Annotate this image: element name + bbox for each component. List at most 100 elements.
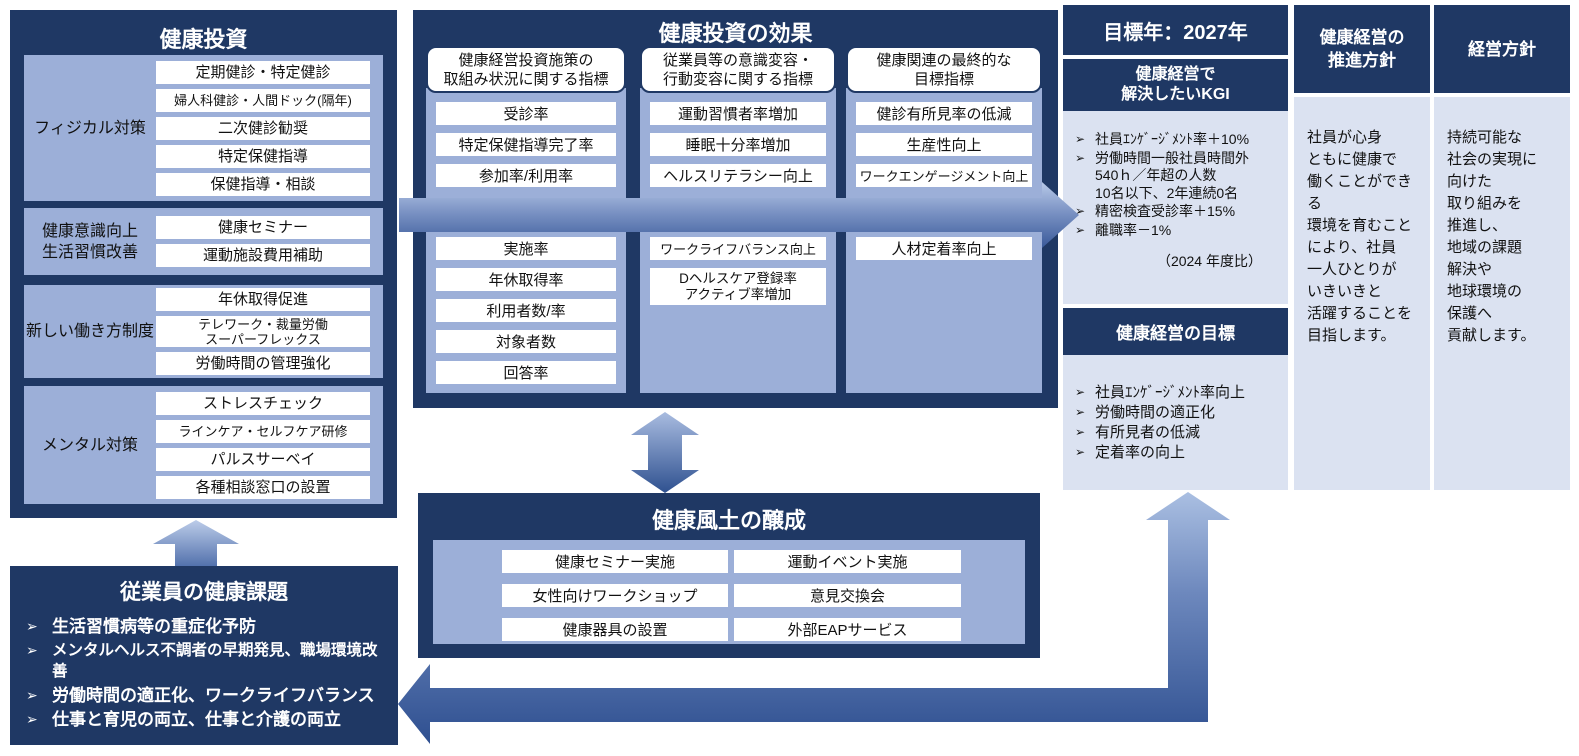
issue-text: メンタルヘルス不調者の早期発見、職場環境改善	[52, 642, 378, 680]
issue-bullet: ➢ メンタルヘルス不調者の早期発見、職場環境改善	[26, 640, 392, 682]
indicator-item: Dヘルスケア登録率 アクティブ率増加	[650, 268, 826, 305]
indicator-item: 睡眠十分率増加	[650, 133, 826, 156]
effects-col1: 受診率 特定保健指導完了率 参加率/利用率 実施率 年休取得率 利用者数/率 対…	[426, 88, 626, 393]
effects-col2: 運動習慣者率増加 睡眠十分率増加 ヘルスリテラシー向上 ワークライフバランス向上…	[640, 88, 836, 393]
investment-group-awareness: 健康意識向上 生活習慣改善 健康セミナー 運動施設費用補助	[24, 208, 383, 275]
indicator-item: 特定保健指導完了率	[436, 133, 616, 156]
indicator-item: 回答率	[436, 361, 616, 384]
group-items: 定期健診・特定健診 婦人科健診・人間ドック(隔年) 二次健診勧奨 特定保健指導 …	[156, 55, 370, 201]
goal-bullet: ➢ 労働時間の適正化	[1075, 403, 1284, 422]
indicator-item: 対象者数	[436, 330, 616, 353]
culture-item: 健康セミナー実施	[502, 550, 728, 573]
issue-text: 労働時間の適正化、ワークライフバランス	[52, 686, 375, 705]
measure-item: 二次健診勧奨	[156, 116, 370, 140]
indicator-item: 運動習慣者率増加	[650, 102, 826, 125]
indicator-item: 実施率	[436, 237, 616, 260]
issue-text: 生活習慣病等の重症化予防	[52, 617, 256, 636]
goal-bullet: ➢ 定着率の向上	[1075, 443, 1284, 462]
bullet-arrow-icon: ➢	[1075, 132, 1086, 146]
measure-item: 保健指導・相談	[156, 172, 370, 196]
kgi-bullet: ➢ 社員ｴﾝｹﾞｰｼﾞﾒﾝﾄ率＋10%	[1075, 131, 1282, 149]
indicator-item: ワークライフバランス向上	[650, 237, 826, 260]
goal-bullet: ➢ 有所見者の低減	[1075, 423, 1284, 442]
kgi-body: ➢ 社員ｴﾝｹﾞｰｼﾞﾒﾝﾄ率＋10% ➢ 労働時間一般社員時間外 540ｈ／年…	[1063, 111, 1288, 304]
goal-bullet: ➢ 社員ｴﾝｹﾞｰｼﾞﾒﾝﾄ率向上	[1075, 383, 1284, 402]
promotion-policy-text: 社員が心身 ともに健康で 働くことができる 環境を育むこと により、社員 一人ひ…	[1307, 129, 1413, 344]
group-items: 健康セミナー 運動施設費用補助	[156, 208, 370, 275]
culture-item: 外部EAPサービス	[734, 618, 961, 641]
group-label-mental: メンタル対策	[41, 436, 138, 454]
management-policy-header: 経営方針	[1434, 5, 1570, 93]
target-year-header: 目標年：2027年	[1063, 5, 1288, 55]
culture-item: 意見交換会	[734, 584, 961, 607]
issue-bullet: ➢ 生活習慣病等の重症化予防	[26, 616, 392, 637]
measure-item: テレワーク・裁量労働 スーパーフレックス	[156, 316, 370, 347]
bullet-arrow-icon: ➢	[1075, 405, 1086, 419]
indicator-item: 参加率/利用率	[436, 164, 616, 187]
goal-text: 定着率の向上	[1095, 444, 1186, 461]
promotion-policy-header: 健康経営の 推進方針	[1294, 5, 1430, 93]
effects-col3: 健診有所見率の低減 生産性向上 ワークエンゲージメント向上 人材定着率向上	[846, 88, 1042, 393]
bullet-arrow-icon: ➢	[1075, 445, 1086, 459]
measure-item: 特定保健指導	[156, 144, 370, 168]
issue-bullet: ➢ 仕事と育児の両立、仕事と介護の両立	[26, 709, 392, 730]
measure-item: ラインケア・セルフケア研修	[156, 419, 370, 443]
promotion-policy-panel: 健康経営の 推進方針 社員が心身 ともに健康で 働くことができる 環境を育むこと…	[1294, 5, 1430, 490]
management-goal-body: ➢ 社員ｴﾝｹﾞｰｼﾞﾒﾝﾄ率向上 ➢ 労働時間の適正化 ➢ 有所見者の低減 ➢…	[1063, 355, 1288, 490]
measure-item: 運動施設費用補助	[156, 244, 370, 267]
bullet-arrow-icon: ➢	[1075, 425, 1086, 439]
bullet-arrow-icon: ➢	[1075, 204, 1086, 218]
group-items: 年休取得促進 テレワーク・裁量労働 スーパーフレックス 労働時間の管理強化	[156, 285, 370, 378]
bullet-arrow-icon: ➢	[1075, 150, 1086, 165]
goal-text: 有所見者の低減	[1095, 424, 1201, 441]
investment-group-mental: メンタル対策 ストレスチェック ラインケア・セルフケア研修 パルスサーベイ 各種…	[24, 386, 383, 504]
management-policy-panel: 経営方針 持続可能な 社会の実現に 向けた 取り組みを 推進し、 地域の課題 解…	[1434, 5, 1570, 490]
culture-item: 健康器具の設置	[502, 618, 728, 641]
effects-col3-header: 健康関連の最終的な 目標指標	[846, 46, 1042, 93]
issues-title: 従業員の健康課題	[120, 581, 288, 604]
group-items: ストレスチェック ラインケア・セルフケア研修 パルスサーベイ 各種相談窓口の設置	[156, 386, 370, 504]
kgi-text: 精密検査受診率＋15%	[1095, 203, 1236, 219]
bullet-arrow-icon: ➢	[26, 618, 38, 634]
group-label-workstyle: 新しい働き方制度	[25, 323, 154, 340]
culture-item: 女性向けワークショップ	[502, 584, 728, 607]
issue-bullet: ➢ 労働時間の適正化、ワークライフバランス	[26, 685, 392, 706]
double-arrow-effects-culture	[631, 412, 699, 493]
effects-col1-header: 健康経営投資施策の 取組み状況に関する指標	[426, 46, 626, 93]
measure-item: 婦人科健診・人間ドック(隔年)	[156, 88, 370, 112]
indicator-item: 年休取得率	[436, 268, 616, 291]
effects-title: 健康投資の効果	[658, 21, 813, 46]
goal-kgi-panel: 目標年：2027年 健康経営で 解決したいKGI ➢ 社員ｴﾝｹﾞｰｼﾞﾒﾝﾄ率…	[1063, 5, 1288, 490]
kgi-text: 離職率－1%	[1095, 221, 1172, 238]
kgi-bullet: ➢ 離職率－1%	[1075, 222, 1282, 240]
issues-panel: 従業員の健康課題 ➢ 生活習慣病等の重症化予防 ➢ メンタルヘルス不調者の早期発…	[10, 566, 398, 745]
bullet-arrow-icon: ➢	[1075, 385, 1086, 399]
investment-group-workstyle: 新しい働き方制度 年休取得促進 テレワーク・裁量労働 スーパーフレックス 労働時…	[24, 285, 383, 378]
culture-items-area: 健康セミナー実施 女性向けワークショップ 健康器具の設置 運動イベント実施 意見…	[433, 540, 1025, 644]
investment-title: 健康投資	[159, 27, 248, 52]
management-goal-header: 健康経営の目標	[1063, 308, 1288, 355]
issues-bullet-list: ➢ 生活習慣病等の重症化予防 ➢ メンタルヘルス不調者の早期発見、職場環境改善 …	[26, 616, 392, 733]
indicator-item: 生産性向上	[856, 133, 1032, 156]
kgi-header: 健康経営で 解決したいKGI	[1063, 59, 1288, 111]
bullet-arrow-icon: ➢	[1075, 222, 1086, 237]
management-policy-bodybox: 持続可能な 社会の実現に 向けた 取り組みを 推進し、 地域の課題 解決や 地球…	[1434, 97, 1570, 490]
promotion-policy-bodybox: 社員が心身 ともに健康で 働くことができる 環境を育むこと により、社員 一人ひ…	[1294, 97, 1430, 490]
up-arrow-issues-to-investment	[153, 520, 239, 566]
kgi-text: 労働時間一般社員時間外 540ｈ／年超の人数 10名以下、2年連続0名	[1095, 149, 1249, 201]
measure-item: 労働時間の管理強化	[156, 352, 370, 375]
indicator-item: ヘルスリテラシー向上	[650, 164, 826, 187]
investment-panel: 健康投資 フィジカル対策 定期健診・特定健診 婦人科健診・人間ドック(隔年) 二…	[10, 10, 397, 518]
culture-item: 運動イベント実施	[734, 550, 961, 573]
bullet-arrow-icon: ➢	[26, 642, 38, 658]
culture-panel: 健康風土の醸成 健康セミナー実施 女性向けワークショップ 健康器具の設置 運動イ…	[418, 493, 1040, 658]
indicator-item: 人材定着率向上	[856, 237, 1032, 260]
indicator-item: 健診有所見率の低減	[856, 102, 1032, 125]
effects-col2-header: 従業員等の意識変容・ 行動変容に関する指標	[640, 46, 836, 93]
goal-bullet-list: ➢ 社員ｴﾝｹﾞｰｼﾞﾒﾝﾄ率向上 ➢ 労働時間の適正化 ➢ 有所見者の低減 ➢…	[1063, 355, 1288, 462]
bullet-arrow-icon: ➢	[26, 687, 38, 703]
investment-group-physical: フィジカル対策 定期健診・特定健診 婦人科健診・人間ドック(隔年) 二次健診勧奨…	[24, 55, 383, 201]
kgi-text: 社員ｴﾝｹﾞｰｼﾞﾒﾝﾄ率＋10%	[1095, 131, 1250, 147]
culture-title: 健康風土の醸成	[651, 508, 806, 533]
